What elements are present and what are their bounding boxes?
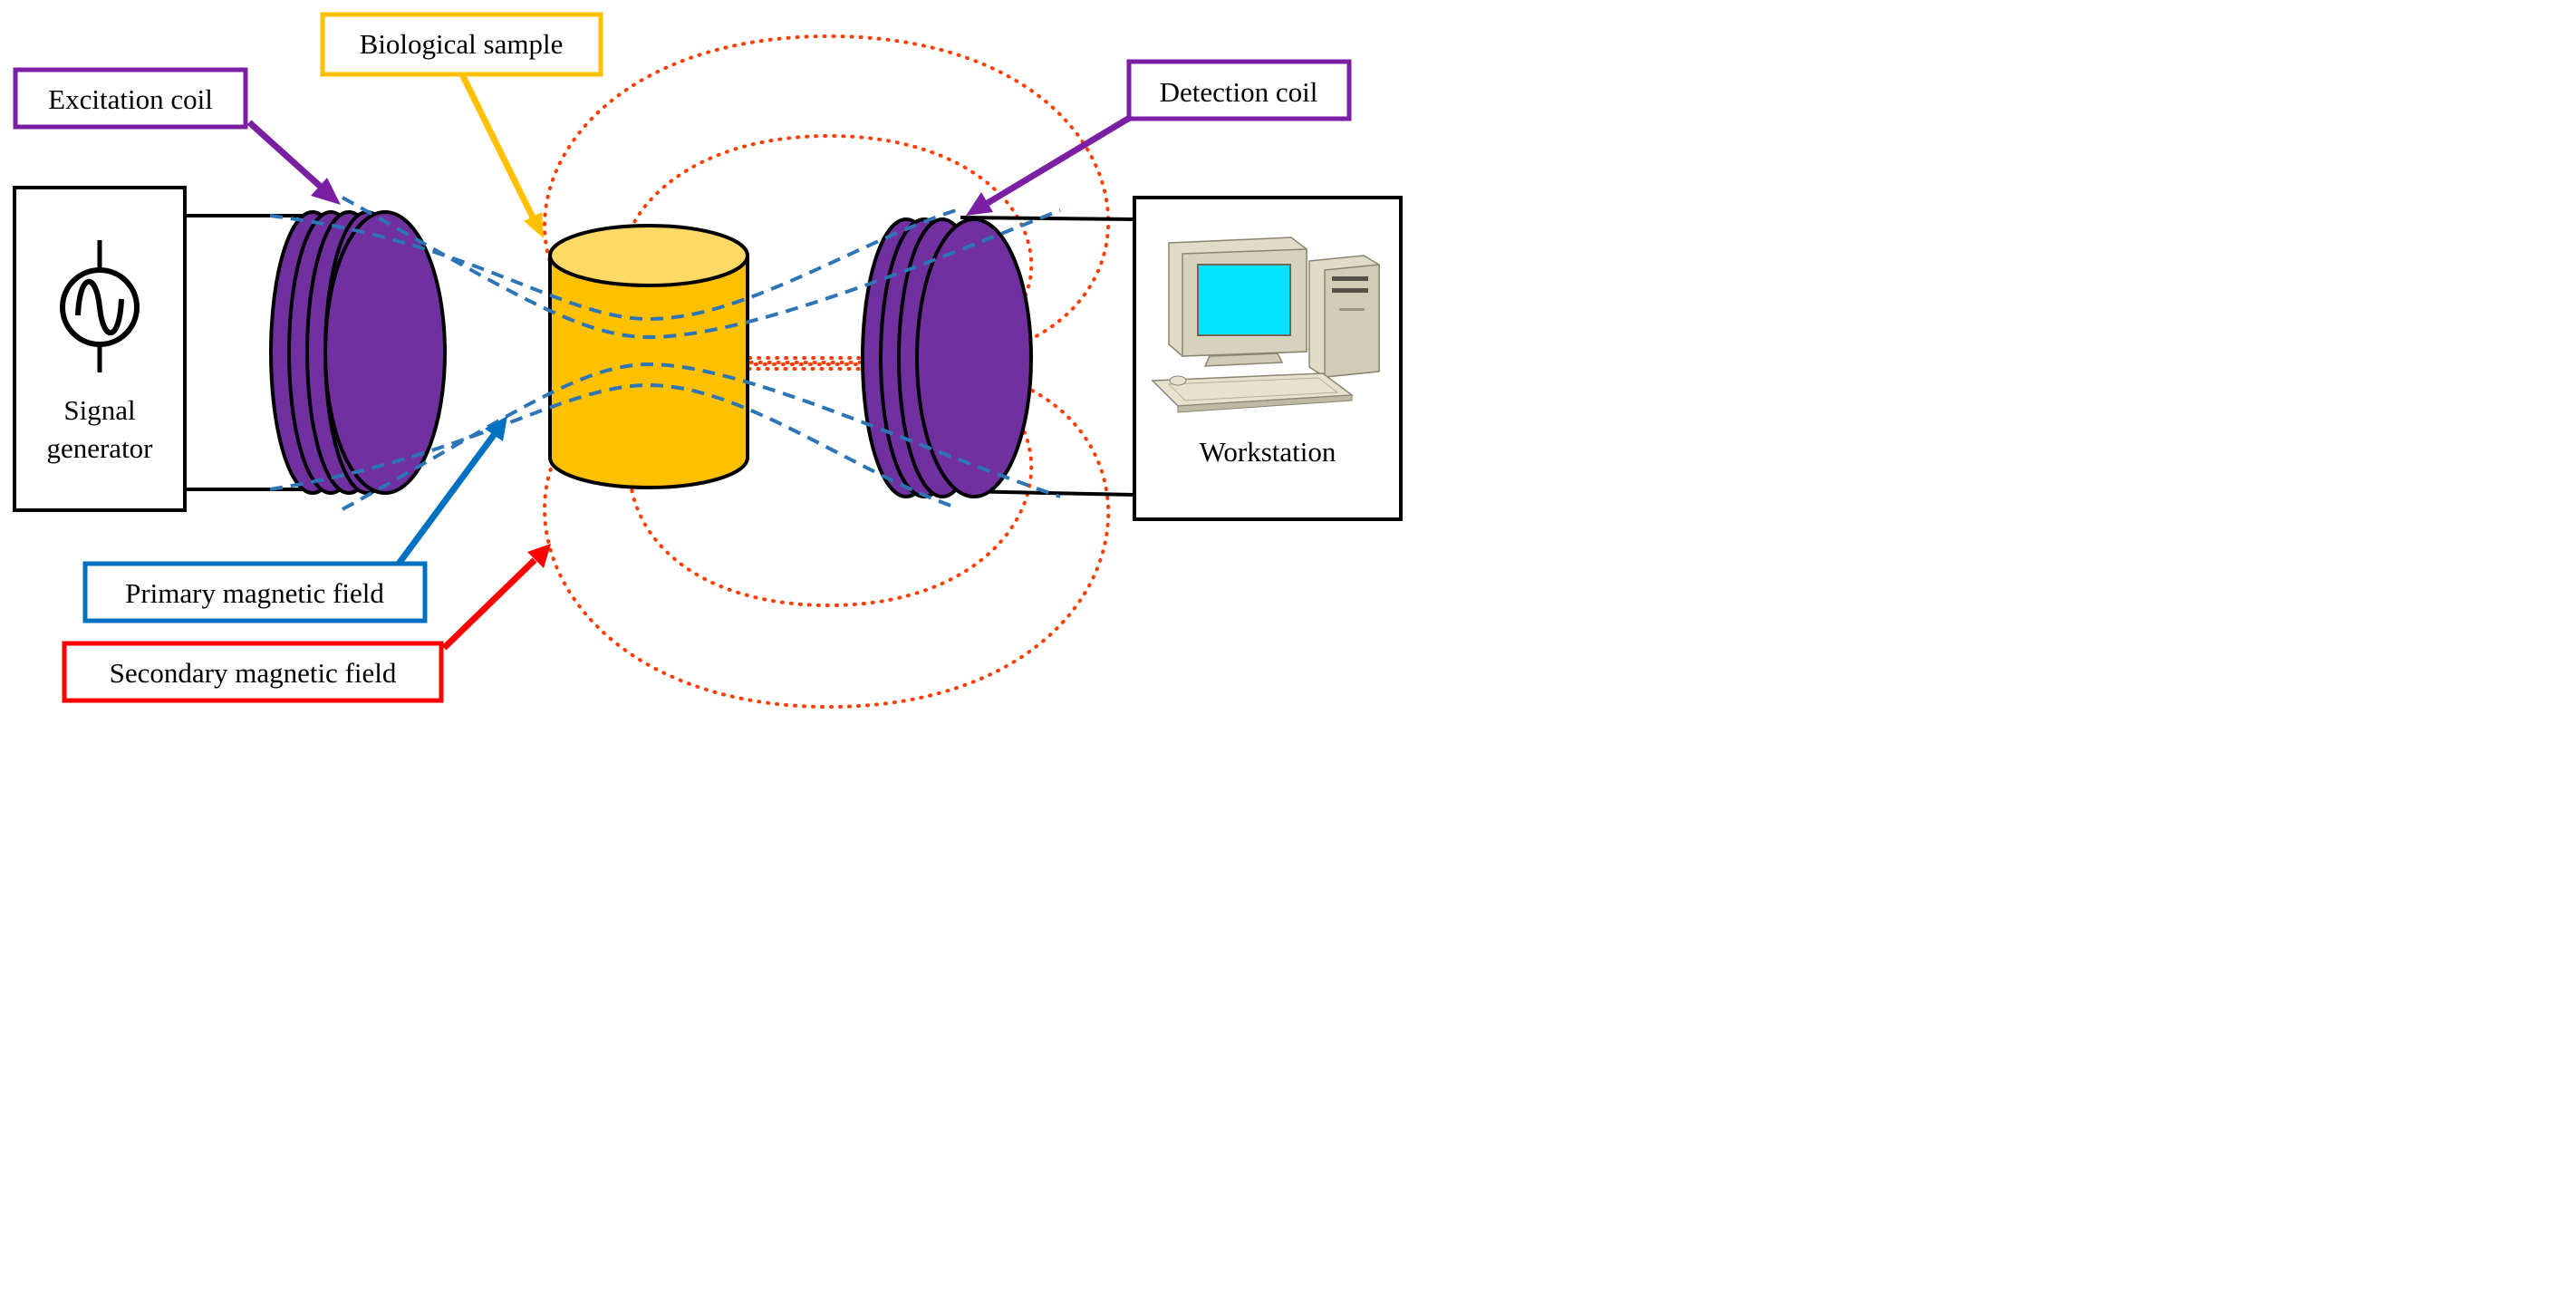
excitation-coil <box>269 210 447 495</box>
primary-field-label-box <box>82 561 428 623</box>
secondary-field-callout: Secondary magnetic field <box>62 544 551 703</box>
detection-coil-label: Detection coil <box>1160 76 1318 108</box>
primary-field-line-3 <box>269 382 957 509</box>
excitation-coil-label-box <box>13 67 248 130</box>
excitation-coil-label: Excitation coil <box>48 83 213 115</box>
biological-sample-label: Biological sample <box>360 28 564 60</box>
primary-field-lines <box>269 196 1061 511</box>
secondary-field-label: Secondary magnetic field <box>110 657 397 689</box>
detection-coil-label-box <box>1126 59 1352 121</box>
biological-sample-cylinder <box>548 224 749 489</box>
primary-field-line-4 <box>342 362 1061 511</box>
workstation-label: Workstation <box>1200 436 1336 468</box>
biological-sample-callout: Biological sample <box>320 12 603 238</box>
primary-field-callout: Primary magnetic field <box>82 416 507 623</box>
biological-sample-label-box <box>320 12 603 77</box>
secondary-field-label-box <box>62 641 444 703</box>
primary-field-line-2 <box>342 196 1061 340</box>
signal-generator: Signal generator <box>13 186 187 512</box>
signal-generator-label-line1: Signal <box>63 394 135 426</box>
magnetic-induction-diagram: Signal generator <box>0 0 1415 722</box>
detection-coil <box>861 217 1033 498</box>
desktop-computer-icon <box>1151 237 1380 413</box>
primary-field-line-1 <box>269 208 957 322</box>
excitation-coil-callout: Excitation coil <box>13 67 341 205</box>
primary-field-label: Primary magnetic field <box>125 577 384 609</box>
ac-source-icon <box>60 240 140 372</box>
signal-generator-label-line2: generator <box>46 432 153 464</box>
workstation: Workstation <box>1133 196 1403 521</box>
detection-coil-callout: Detection coil <box>966 59 1352 216</box>
